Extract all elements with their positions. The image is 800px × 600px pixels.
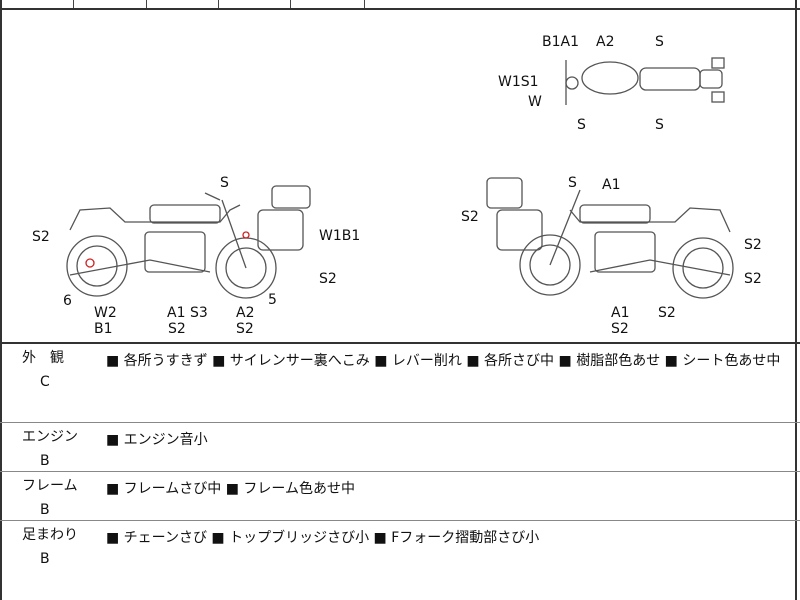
row-grade: B [40, 551, 50, 567]
row-grade: B [40, 453, 50, 469]
divider [0, 342, 800, 344]
label: S2 [658, 305, 676, 321]
motorcycle-illustrations [66, 57, 734, 299]
label: S2 [744, 237, 762, 253]
label: A1 [602, 177, 621, 193]
label: S2 [168, 321, 186, 337]
row-content: ■ エンジン音小 [106, 432, 208, 448]
label: S [655, 117, 664, 133]
label: A1 [611, 305, 630, 321]
divider [0, 422, 800, 423]
row-content: ■ チェーンさび ■ トップブリッジさび小 ■ Fフォーク摺動部さび小 [106, 530, 540, 546]
label: S2 [744, 271, 762, 287]
row-name: 外 観 [22, 350, 64, 366]
header-cell [290, 0, 365, 8]
row-suspension: 足まわり B ■ チェーンさび ■ トップブリッジさび小 ■ Fフォーク摺動部さ… [0, 521, 800, 600]
row-frame: フレーム B ■ フレームさび中 ■ フレーム色あせ中 [0, 472, 800, 520]
left-side-bike [66, 185, 311, 299]
label: S [655, 34, 664, 50]
label: 5 [268, 292, 277, 308]
divider [0, 471, 800, 472]
label: W1B1 [319, 228, 361, 244]
damage-marker [85, 258, 95, 268]
row-content: ■ 各所うすきず ■ サイレンサー裏へこみ ■ レバー削れ ■ 各所さび中 ■ … [106, 353, 781, 369]
row-engine: エンジン B ■ エンジン音小 [0, 423, 800, 471]
divider [0, 520, 800, 521]
label: S3 [190, 305, 208, 321]
label: S2 [236, 321, 254, 337]
damage-marker [242, 231, 250, 239]
label: W2 [94, 305, 117, 321]
label: W [528, 94, 542, 110]
row-grade: B [40, 502, 50, 518]
label: A2 [236, 305, 255, 321]
label: B1A1 [542, 34, 579, 50]
right-side-bike [486, 177, 734, 299]
row-name: フレーム [22, 478, 78, 494]
label: S2 [611, 321, 629, 337]
label: B1 [94, 321, 113, 337]
label: S2 [32, 229, 50, 245]
label: S2 [319, 271, 337, 287]
row-content: ■ フレームさび中 ■ フレーム色あせ中 [106, 481, 355, 497]
top-view-bike [565, 57, 725, 105]
label: 6 [63, 293, 72, 309]
label: W1S1 [498, 74, 539, 90]
label: A1 [167, 305, 186, 321]
header-cell [146, 0, 219, 8]
label: A2 [596, 34, 615, 50]
divider [0, 8, 800, 10]
header-cell [73, 0, 147, 8]
label: S [220, 175, 229, 191]
header-cell [0, 0, 74, 8]
row-name: エンジン [22, 429, 78, 445]
label: S [577, 117, 586, 133]
label: S2 [461, 209, 479, 225]
row-grade: C [40, 374, 50, 390]
label: S [568, 175, 577, 191]
row-name: 足まわり [22, 527, 78, 543]
row-exterior: 外 観 C ■ 各所うすきず ■ サイレンサー裏へこみ ■ レバー削れ ■ 各所… [0, 344, 800, 422]
damage-diagram: B1A1 A2 S W1S1 W S S S S2 W1B1 S2 6 5 W2… [0, 10, 800, 343]
header-cell [218, 0, 291, 8]
